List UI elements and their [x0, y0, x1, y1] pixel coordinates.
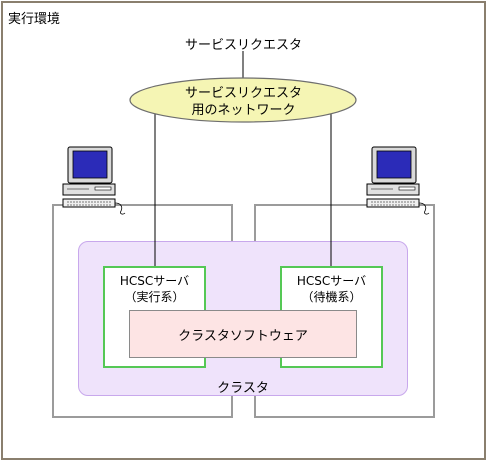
cluster-software-box: クラスタソフトウェア [129, 310, 357, 358]
network-label-line2: 用のネットワーク [191, 103, 296, 118]
hcsc-server-active-role: （実行系） [124, 290, 185, 304]
cluster-label: クラスタ [217, 381, 269, 396]
hcsc-server-standby-role: （待機系） [301, 290, 362, 304]
hcsc-server-active-name: HCSCサーバ [119, 274, 190, 288]
service-requester-label: サービスリクエスタ [184, 38, 302, 53]
hcsc-server-standby-name: HCSCサーバ [296, 274, 367, 288]
execution-environment-label: 実行環境 [8, 12, 61, 27]
network-label-line1: サービスリクエスタ [184, 86, 302, 101]
cluster-software-label: クラスタソフトウェア [178, 328, 308, 344]
network-label: サービスリクエスタ 用のネットワーク [130, 85, 357, 119]
